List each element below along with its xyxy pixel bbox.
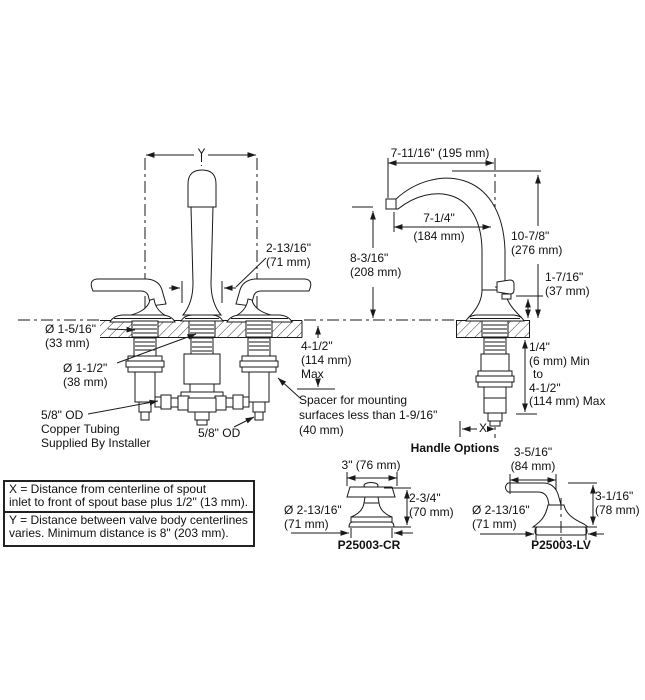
dim-line: 1-7/16" bbox=[545, 270, 584, 284]
dim-line: (276 mm) bbox=[511, 243, 563, 257]
dim-line: (78 mm) bbox=[595, 503, 640, 517]
dim-line: (71 mm) bbox=[266, 255, 311, 269]
dim-line: 2-13/16" bbox=[266, 241, 311, 255]
handle-options-drawing bbox=[291, 472, 604, 540]
spout-side bbox=[385, 177, 525, 322]
dim-cr-dia: Ø 2-13/16" (71 mm) bbox=[284, 503, 342, 531]
dim-line: 3-5/16" bbox=[513, 445, 553, 459]
spout-cap-front bbox=[187, 169, 217, 208]
dim-overall-height: 10-7/8" (276 mm) bbox=[511, 229, 562, 257]
dim-line: 1/4" bbox=[529, 340, 550, 354]
dim-line: (33 mm) bbox=[45, 336, 90, 350]
copper-tubing-note: 5/8" OD Copper Tubing Supplied By Instal… bbox=[41, 408, 150, 450]
spout-base-cone bbox=[467, 289, 523, 318]
note-line: (40 mm) bbox=[299, 423, 344, 437]
note-line: inlet to front of spout base plus 1/2" (… bbox=[9, 495, 249, 509]
dim-center-hole-dia: Ø 1-1/2" (38 mm) bbox=[63, 361, 108, 389]
dim-line: Max bbox=[301, 367, 324, 381]
tube-fitting bbox=[154, 396, 162, 408]
dim-deck-range: 1/4" (6 mm) Min to 4-1/2" (114 mm) Max bbox=[529, 340, 606, 409]
front-view-drawing bbox=[18, 152, 335, 428]
dim-line: (38 mm) bbox=[63, 375, 108, 389]
dim-lv-height: 3-1/16" (78 mm) bbox=[595, 489, 640, 517]
dim-overall-reach: 7-11/16" (195 mm) bbox=[390, 146, 490, 160]
compression-nut bbox=[160, 394, 172, 410]
dim-lv-dia: Ø 2-13/16" (71 mm) bbox=[472, 503, 530, 531]
valve-left bbox=[125, 320, 181, 421]
spout-front bbox=[180, 169, 224, 322]
note-line: Copper Tubing bbox=[41, 422, 120, 436]
handle-cr-drawing bbox=[346, 482, 396, 528]
note-line: varies. Minimum distance is 8" (203 mm). bbox=[9, 526, 229, 540]
center-od-label: 5/8" OD bbox=[198, 426, 241, 440]
y-definition-box: Y = Distance between valve body centerli… bbox=[3, 511, 255, 547]
dim-line: Ø 2-13/16" bbox=[284, 503, 342, 517]
model-lv: P25003-LV bbox=[531, 538, 591, 552]
note-line: Spacer for mounting bbox=[299, 393, 408, 407]
dim-line: (84 mm) bbox=[510, 459, 556, 473]
shank-side bbox=[475, 320, 515, 427]
compression-nut bbox=[177, 395, 190, 411]
dim-x-label: X bbox=[478, 421, 487, 435]
dim-line: 8-3/16" bbox=[350, 251, 389, 265]
dim-line: (114 mm) Max bbox=[529, 394, 606, 408]
handle-front-right bbox=[226, 278, 312, 323]
handle-cr-dimensions bbox=[291, 472, 413, 538]
definition-notes: X = Distance from centerline of spout in… bbox=[3, 480, 255, 547]
dim-line: Ø 1-5/16" bbox=[45, 322, 96, 336]
dim-line: 3-1/16" bbox=[595, 489, 634, 503]
dim-line: (70 mm) bbox=[409, 505, 454, 519]
dim-line: 10-7/8" bbox=[511, 229, 550, 243]
side-view-drawing bbox=[304, 158, 543, 438]
spout-valve-knob bbox=[496, 279, 515, 295]
handle-options-title: Handle Options bbox=[410, 441, 500, 455]
dim-line: (6 mm) Min bbox=[529, 353, 590, 368]
dim-line: to bbox=[533, 367, 544, 381]
dim-line: Ø 2-13/16" bbox=[472, 503, 530, 517]
dim-line: (71 mm) bbox=[472, 517, 517, 531]
dim-spout-base-width: 2-13/16" (71 mm) bbox=[266, 241, 311, 269]
side-dimensions bbox=[352, 158, 543, 437]
dim-outer-hole-dia: Ø 1-5/16" (33 mm) bbox=[45, 322, 96, 350]
dim-spout-height: 8-3/16" (208 mm) bbox=[350, 251, 401, 279]
note-line: Supplied By Installer bbox=[41, 436, 151, 450]
dim-line: (71 mm) bbox=[284, 517, 329, 531]
dim-line: (37 mm) bbox=[545, 284, 590, 298]
note-line: Y = Distance between valve body centerli… bbox=[9, 513, 248, 527]
dim-line: 4-1/2" bbox=[301, 339, 333, 353]
dim-line: (114 mm) bbox=[301, 353, 352, 367]
spacer-note: Spacer for mounting surfaces less than 1… bbox=[299, 393, 437, 438]
dim-cr-width: 3" (76 mm) bbox=[341, 458, 401, 472]
note-line: X = Distance from centerline of spout bbox=[9, 482, 207, 496]
dim-spout-reach-mm: (184 mm) bbox=[413, 229, 465, 243]
dim-spout-reach-in: 7-1/4" bbox=[423, 211, 455, 225]
dim-line: 2-3/4" bbox=[409, 491, 441, 505]
tee-body bbox=[187, 397, 217, 413]
note-line: 5/8" OD bbox=[41, 408, 84, 422]
handle-front-left bbox=[90, 278, 176, 323]
dim-line: 4-1/2" bbox=[529, 380, 561, 395]
dim-max-deck-thickness: 4-1/2" (114 mm) Max bbox=[301, 339, 351, 381]
dim-lv-width: 3-5/16" (84 mm) bbox=[502, 445, 564, 473]
handle-lv-drawing bbox=[505, 482, 590, 540]
front-dimensions bbox=[87, 152, 335, 428]
note-line: surfaces less than 1-9/16" bbox=[299, 408, 438, 422]
dim-handle-height: 1-7/16" (37 mm) bbox=[545, 270, 590, 298]
handle-lv-dimensions bbox=[480, 474, 604, 540]
dim-cr-height: 2-3/4" (70 mm) bbox=[409, 491, 454, 519]
dim-line: (208 mm) bbox=[350, 265, 402, 279]
dim-y-label: Y bbox=[197, 146, 206, 160]
x-definition-box: X = Distance from centerline of spout in… bbox=[3, 480, 255, 513]
model-cr: P25003-CR bbox=[337, 538, 401, 552]
dim-line: Ø 1-1/2" bbox=[63, 361, 108, 375]
valve-center bbox=[177, 320, 227, 426]
compression-nut bbox=[214, 395, 227, 411]
